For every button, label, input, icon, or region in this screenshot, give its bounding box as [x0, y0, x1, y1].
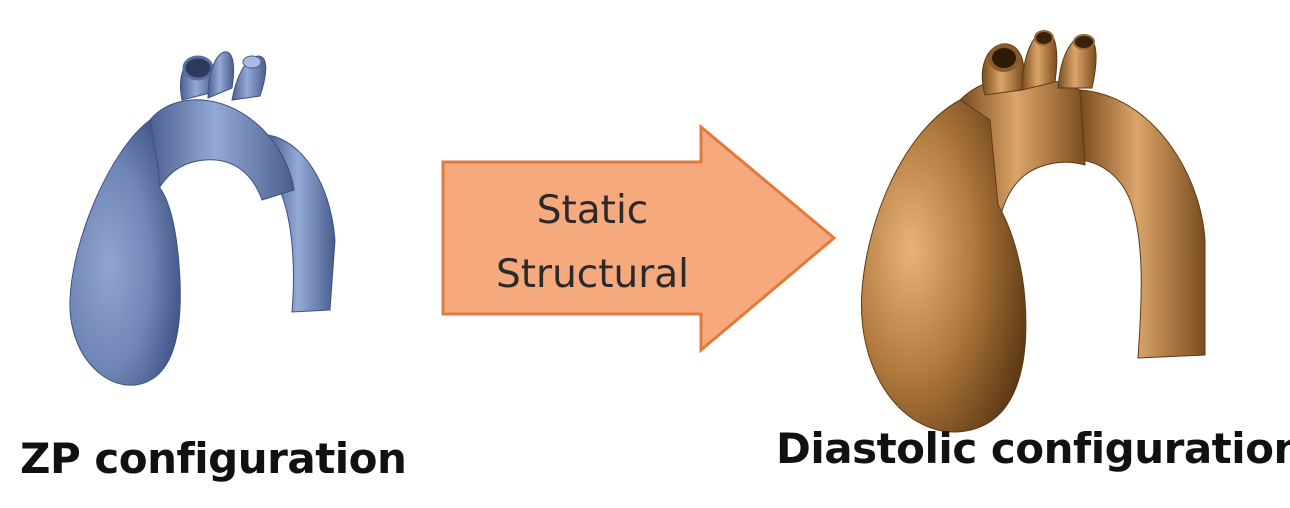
zp-aortic-arch: [150, 100, 294, 200]
diastolic-aorta-model: [861, 31, 1205, 432]
diastolic-branch-2-opening: [1035, 31, 1053, 45]
arrow-label-line-1: Static: [440, 188, 745, 233]
arrow-shape: [443, 127, 834, 350]
zp-branch-2: [208, 52, 234, 98]
zp-configuration-caption: ZP configuration: [20, 434, 406, 483]
diastolic-configuration-caption: Diastolic configuration: [776, 424, 1290, 473]
zp-branch-1-opening: [184, 57, 212, 79]
zp-branch-3-opening: [243, 56, 261, 68]
arrow-label-line-2: Structural: [440, 252, 745, 297]
zp-aorta-model: [70, 52, 335, 385]
diastolic-descending-aorta: [1080, 90, 1205, 358]
process-arrow: [443, 127, 834, 350]
diastolic-branch-1-opening: [990, 46, 1018, 70]
diastolic-branch-3-opening: [1074, 35, 1094, 49]
